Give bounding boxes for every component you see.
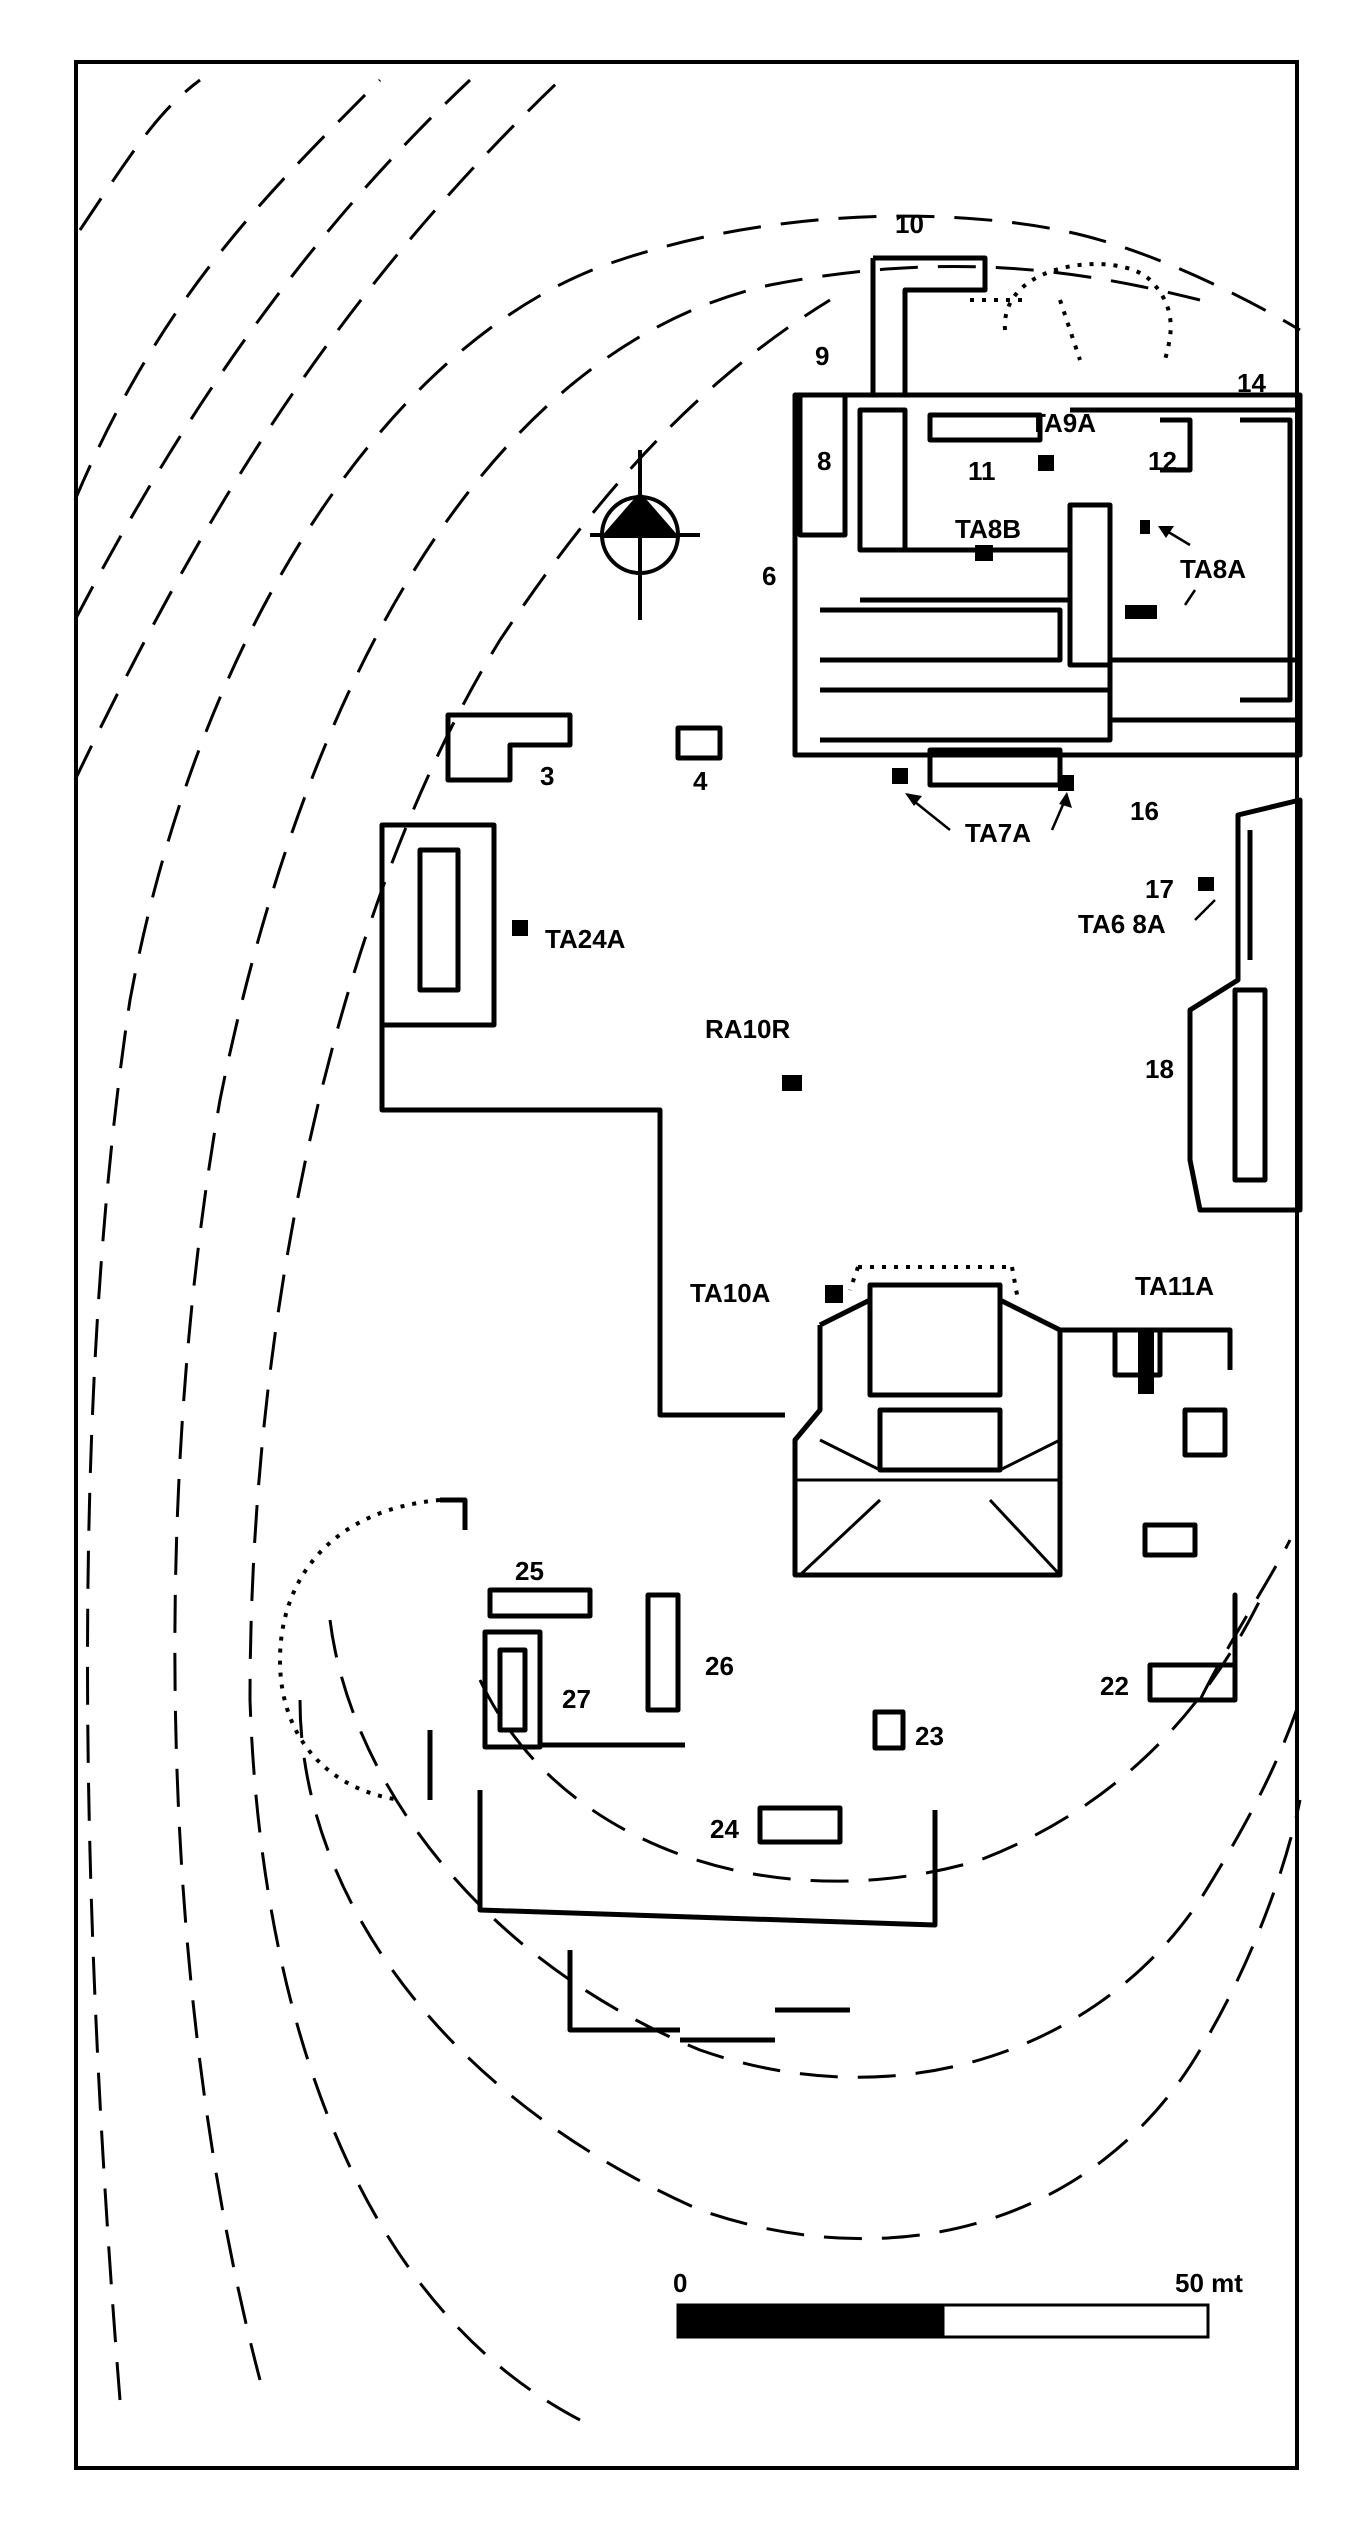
unit-ta11a-marker (1138, 1330, 1154, 1394)
structure-west (379, 822, 785, 1418)
label-ta10a: TA10A (690, 1278, 771, 1308)
unit-ta10a-marker (825, 1285, 843, 1303)
unit-ta8b-marker (975, 545, 993, 561)
label-25: 25 (515, 1556, 544, 1586)
unit-ta7a-marker-2 (1058, 775, 1074, 791)
unit-ta7a-marker-1 (892, 768, 908, 784)
label-22: 22 (1100, 1671, 1129, 1701)
label-24: 24 (710, 1814, 739, 1844)
label-8: 8 (817, 446, 831, 476)
unit-ra10r-marker (782, 1075, 802, 1091)
unit-ta8a-marker (1125, 605, 1157, 619)
map-frame (74, 60, 1299, 2470)
label-14: 14 (1237, 368, 1266, 398)
label-18: 18 (1145, 1054, 1174, 1084)
label-11: 11 (968, 456, 996, 486)
label-ta8b: TA8B (955, 514, 1021, 544)
structure-labels: 10 9 8 6 11 12 14 3 4 16 17 18 25 26 27 … (515, 209, 1266, 1844)
north-arrow-icon (590, 450, 700, 620)
label-ta8a: TA8A (1180, 554, 1246, 584)
label-17: 17 (1145, 874, 1174, 904)
label-3: 3 (540, 761, 554, 791)
northeast-complex (792, 255, 1303, 788)
label-10: 10 (895, 209, 924, 239)
label-ra10r: RA10R (705, 1014, 790, 1044)
label-9: 9 (815, 341, 829, 371)
contour-lines (73, 78, 1302, 2422)
structure-4 (675, 725, 723, 761)
label-ta9a: TA9A (1030, 408, 1096, 438)
label-16: 16 (1130, 796, 1159, 826)
excavation-units (512, 455, 1214, 1394)
label-26: 26 (705, 1651, 734, 1681)
scale-start-label: 0 (673, 2268, 687, 2298)
label-ta7a: TA7A (965, 818, 1031, 848)
label-12: 12 (1148, 446, 1177, 476)
label-4: 4 (693, 766, 708, 796)
southern-structures (277, 1497, 1238, 2043)
pointer-arrows (905, 526, 1216, 921)
label-ta68a: TA6 8A (1078, 909, 1166, 939)
unit-ta9a-marker (1038, 455, 1054, 471)
unit-labels: TA9A TA8B TA8A TA7A TA6 8A TA24A RA10R T… (545, 408, 1246, 1308)
scale-end-label: 50 mt (1175, 2268, 1243, 2298)
structure-east (1187, 797, 1303, 1213)
label-23: 23 (915, 1721, 944, 1751)
label-27: 27 (562, 1684, 591, 1714)
central-pyramid (792, 1265, 1233, 1578)
label-ta11a: TA11A (1135, 1271, 1214, 1301)
unit-ta24a-marker (512, 920, 528, 936)
structure-3 (445, 712, 573, 783)
unit-ta68a-marker (1198, 877, 1214, 891)
label-6: 6 (762, 561, 776, 591)
label-ta24a: TA24A (545, 924, 626, 954)
scale-bar: 0 50 mt (673, 2268, 1243, 2339)
